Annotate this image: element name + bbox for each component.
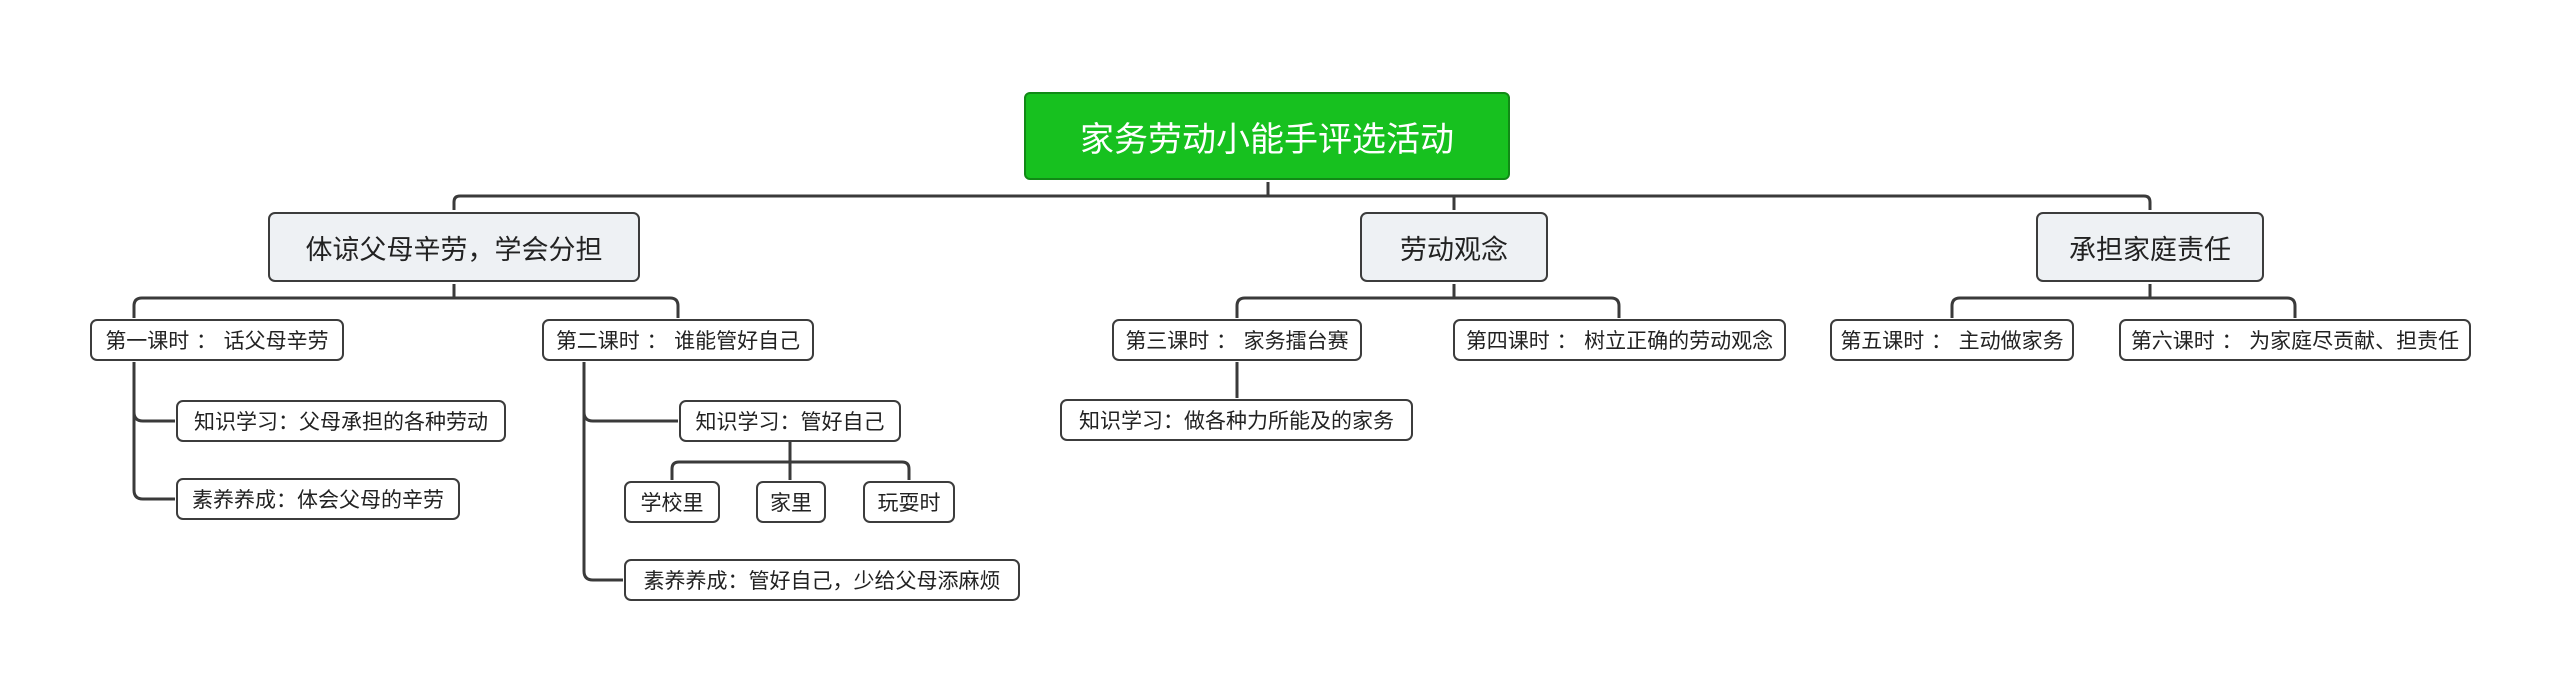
lesson-2-label: 第二课时 ： 谁能管好自己 xyxy=(555,329,801,353)
link-lesson2-children xyxy=(582,362,678,582)
branch-topic-3[interactable]: 承担家庭责任 xyxy=(2036,212,2264,282)
lesson-5-node[interactable]: 第五课时 ： 主动做家务 xyxy=(1830,319,2074,361)
lesson-1-node[interactable]: 第一课时 ： 话父母辛劳 xyxy=(90,319,344,361)
link-lesson1-children xyxy=(132,362,175,501)
lesson-2-node[interactable]: 第二课时 ： 谁能管好自己 xyxy=(542,319,814,361)
lesson-4-node[interactable]: 第四课时 ： 树立正确的劳动观念 xyxy=(1453,319,1786,361)
lesson-3-knowledge-label: 知识学习：做各种力所能及的家务 xyxy=(1079,409,1394,433)
lesson-1-literacy-node[interactable]: 素养养成：体会父母的辛劳 xyxy=(176,478,460,520)
link-knowledge-children xyxy=(670,442,911,480)
lesson-1-label: 第一课时 ： 话父母辛劳 xyxy=(105,329,329,353)
root-topic-label: 家务劳动小能手评选活动 xyxy=(1080,119,1454,160)
lesson-2-literacy-node[interactable]: 素养养成：管好自己，少给父母添麻烦 xyxy=(624,559,1020,601)
lesson-5-label: 第五课时 ： 主动做家务 xyxy=(1840,329,2064,353)
place-school-label: 学校里 xyxy=(640,491,704,515)
branch-topic-2-label: 劳动观念 xyxy=(1400,234,1508,266)
lesson-1-knowledge-label: 知识学习：父母承担的各种劳动 xyxy=(194,410,488,434)
link-branch3-bus xyxy=(1950,284,2297,318)
lesson-3-node[interactable]: 第三课时 ： 家务擂台赛 xyxy=(1112,319,1362,361)
lesson-3-knowledge-node[interactable]: 知识学习：做各种力所能及的家务 xyxy=(1060,399,1413,441)
place-home-node[interactable]: 家里 xyxy=(756,481,826,523)
lesson-3-label: 第三课时 ： 家务擂台赛 xyxy=(1125,329,1349,353)
link-root-bus xyxy=(452,182,2152,210)
place-playtime-node[interactable]: 玩耍时 xyxy=(863,481,955,523)
lesson-1-literacy-label: 素养养成：体会父母的辛劳 xyxy=(192,488,444,512)
branch-topic-1[interactable]: 体谅父母辛劳，学会分担 xyxy=(268,212,640,282)
branch-topic-1-label: 体谅父母辛劳，学会分担 xyxy=(305,234,603,266)
lesson-4-label: 第四课时 ： 树立正确的劳动观念 xyxy=(1465,329,1774,353)
place-home-label: 家里 xyxy=(770,491,812,515)
lesson-6-node[interactable]: 第六课时 ： 为家庭尽贡献、担责任 xyxy=(2119,319,2471,361)
lesson-2-knowledge-label: 知识学习：管好自己 xyxy=(695,410,885,434)
place-playtime-label: 玩耍时 xyxy=(877,491,941,515)
root-topic[interactable]: 家务劳动小能手评选活动 xyxy=(1024,92,1510,180)
link-branch1-bus xyxy=(132,284,680,318)
link-branch2-bus xyxy=(1235,284,1621,318)
lesson-2-literacy-label: 素养养成：管好自己，少给父母添麻烦 xyxy=(643,569,1001,593)
branch-topic-3-label: 承担家庭责任 xyxy=(2069,234,2231,266)
place-school-node[interactable]: 学校里 xyxy=(624,481,720,523)
lesson-1-knowledge-node[interactable]: 知识学习：父母承担的各种劳动 xyxy=(176,400,506,442)
lesson-2-knowledge-node[interactable]: 知识学习：管好自己 xyxy=(679,400,901,442)
lesson-6-label: 第六课时 ： 为家庭尽贡献、担责任 xyxy=(2130,329,2460,353)
branch-topic-2[interactable]: 劳动观念 xyxy=(1360,212,1548,282)
